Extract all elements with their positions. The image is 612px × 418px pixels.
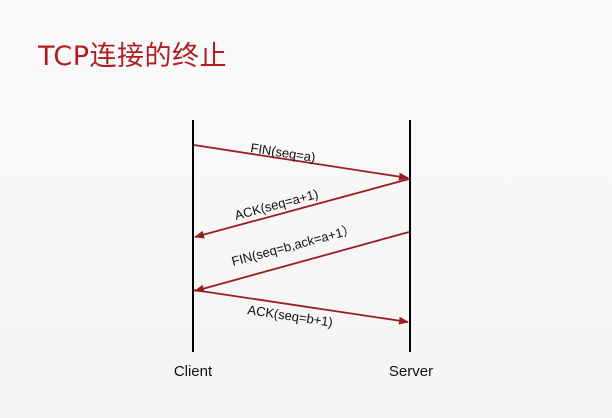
- message-label-fin-a: FIN(seq=a): [250, 140, 317, 165]
- message-arrow-ack-a1: [194, 178, 410, 239]
- message-label-ack-b1: ACK(seq=b+1): [247, 302, 334, 330]
- server-label: Server: [389, 363, 433, 380]
- slide-title: TCP连接的终止: [38, 41, 228, 72]
- message-label-fin-b: FIN(seq=b,ack=a+1）: [230, 221, 357, 269]
- message-arrow-ack-b1: [193, 289, 409, 325]
- message-label-ack-a1: ACK(seq=a+1): [233, 186, 320, 223]
- client-label: Client: [174, 363, 213, 380]
- message-arrow-fin-a: [193, 144, 409, 181]
- message-arrow-fin-b: [194, 231, 410, 293]
